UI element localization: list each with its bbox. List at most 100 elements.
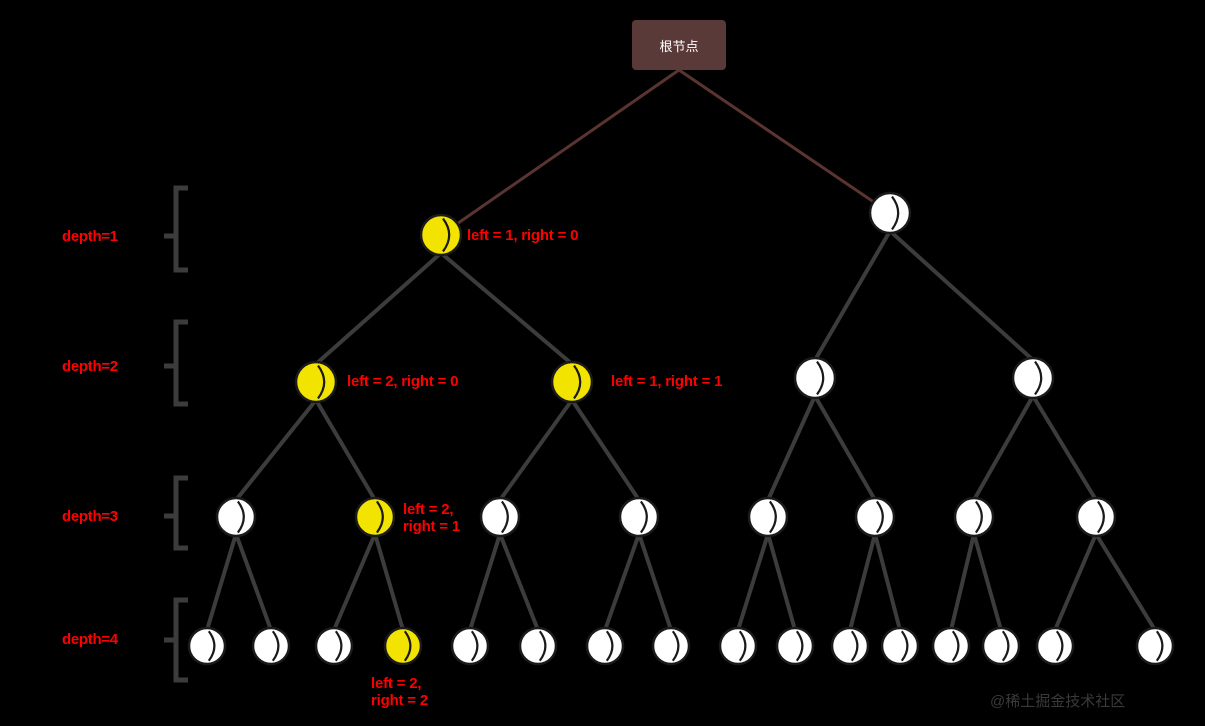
node-arc-icon — [317, 364, 326, 400]
tree-node[interactable] — [793, 356, 837, 400]
node-circle — [868, 191, 912, 235]
node-arc-icon — [975, 500, 983, 534]
annotation-d4-4: left = 2,right = 2 — [371, 675, 428, 709]
tree-edge — [949, 533, 976, 631]
tree-edge — [314, 251, 443, 366]
node-circle — [830, 626, 870, 666]
annotation-d2-2-line-1: left = 1, right = 1 — [611, 373, 723, 390]
node-circle — [854, 496, 896, 538]
node-arc-icon — [795, 630, 804, 662]
tree-node[interactable] — [830, 626, 870, 666]
tree-edge — [498, 398, 574, 502]
node-circle — [294, 360, 338, 404]
node-circle — [419, 213, 463, 257]
node-arc-icon — [1001, 630, 1010, 662]
tree-node[interactable] — [1135, 626, 1175, 666]
tree-node[interactable] — [618, 496, 660, 538]
tree-node[interactable] — [479, 496, 521, 538]
tree-node[interactable] — [651, 626, 691, 666]
tree-edge — [1053, 533, 1098, 631]
tree-node[interactable] — [868, 191, 912, 235]
root-edge — [678, 68, 891, 215]
tree-edge — [972, 533, 1003, 631]
tree-edge — [468, 533, 502, 631]
tree-node[interactable] — [1075, 496, 1117, 538]
annotation-d2-2: left = 1, right = 1 — [611, 373, 722, 390]
node-circle — [651, 626, 691, 666]
tree-edge — [888, 229, 1035, 362]
tree-node-highlighted[interactable] — [550, 360, 594, 404]
tree-node[interactable] — [981, 626, 1021, 666]
node-arc-icon — [850, 630, 859, 662]
tree-edge — [234, 533, 273, 631]
tree-node[interactable] — [518, 626, 558, 666]
annotation-d4-4-line-2: right = 2 — [371, 692, 428, 709]
node-arc-icon — [891, 195, 900, 231]
node-circle — [450, 626, 490, 666]
node-arc-icon — [207, 630, 216, 662]
tree-node-highlighted[interactable] — [383, 626, 423, 666]
node-arc-icon — [1055, 630, 1064, 662]
tree-edge — [603, 533, 641, 631]
tree-edge — [205, 533, 238, 631]
node-arc-icon — [671, 630, 680, 662]
root-edges-group — [440, 68, 891, 237]
tree-node[interactable] — [747, 496, 789, 538]
tree-node[interactable] — [718, 626, 758, 666]
depth-label-2: depth=2 — [62, 358, 118, 375]
tree-node[interactable] — [953, 496, 995, 538]
tree-edge — [813, 395, 877, 501]
depth-brackets-group — [164, 185, 188, 683]
node-circle — [718, 626, 758, 666]
tree-node[interactable] — [187, 626, 227, 666]
node-arc-icon — [900, 630, 909, 662]
node-circle — [354, 496, 396, 538]
depth-label-3: depth=3 — [62, 508, 118, 525]
tree-edge — [637, 533, 673, 631]
tree-node-highlighted[interactable] — [419, 213, 463, 257]
node-arc-icon — [605, 630, 614, 662]
node-circle — [931, 626, 971, 666]
node-circle — [251, 626, 291, 666]
tree-node-highlighted[interactable] — [294, 360, 338, 404]
node-arc-icon — [573, 364, 582, 400]
node-circle — [383, 626, 423, 666]
node-circle — [953, 496, 995, 538]
node-arc-icon — [271, 630, 280, 662]
tree-node[interactable] — [880, 626, 920, 666]
bracket-depth-2 — [173, 319, 188, 407]
depth-label-4: depth=4 — [62, 631, 118, 648]
node-arc-icon — [237, 500, 245, 534]
node-circle — [585, 626, 625, 666]
node-circle — [479, 496, 521, 538]
tree-edge — [813, 229, 892, 362]
tree-edge — [736, 533, 770, 631]
tree-edge — [332, 533, 377, 631]
tree-node[interactable] — [585, 626, 625, 666]
node-arc-icon — [376, 500, 384, 534]
tree-node[interactable] — [931, 626, 971, 666]
tree-node[interactable] — [215, 496, 257, 538]
node-circle — [215, 496, 257, 538]
node-arc-icon — [951, 630, 960, 662]
node-arc-icon — [334, 630, 343, 662]
tree-node[interactable] — [1011, 356, 1055, 400]
tree-node[interactable] — [251, 626, 291, 666]
tree-node-highlighted[interactable] — [354, 496, 396, 538]
node-circle — [187, 626, 227, 666]
node-circle — [981, 626, 1021, 666]
tree-edge — [498, 533, 540, 631]
node-arc-icon — [470, 630, 479, 662]
tree-node[interactable] — [854, 496, 896, 538]
tree-node[interactable] — [450, 626, 490, 666]
tree-node[interactable] — [314, 626, 354, 666]
tree-node[interactable] — [775, 626, 815, 666]
tree-edge — [766, 533, 797, 631]
tree-edge — [766, 395, 817, 501]
tree-edge — [234, 398, 318, 502]
edges-group — [205, 229, 1157, 632]
node-circle — [1011, 356, 1055, 400]
tree-node[interactable] — [1035, 626, 1075, 666]
node-arc-icon — [538, 630, 547, 662]
